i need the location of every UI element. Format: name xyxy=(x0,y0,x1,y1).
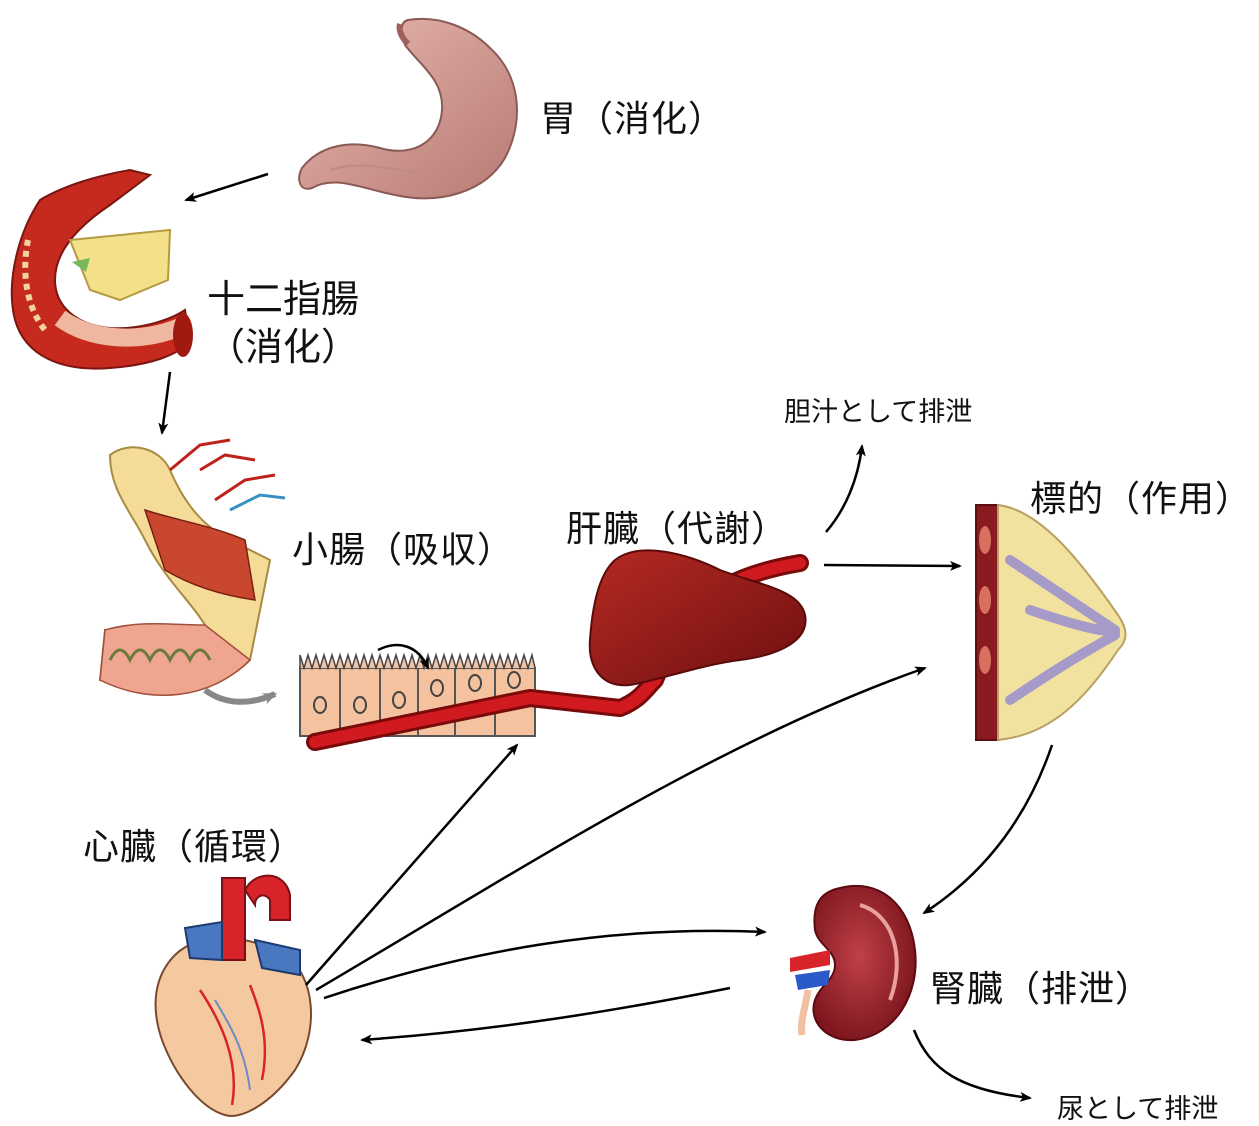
kidney-icon xyxy=(790,886,916,1040)
label-small-intestine: 小腸（吸収） xyxy=(292,521,514,573)
arrow-duodenum-to-small-intestine xyxy=(162,372,170,433)
target-tissue-icon xyxy=(976,505,1126,740)
label-duodenum-role: （消化） xyxy=(207,316,359,371)
arrow-kidney-to-heart xyxy=(362,988,730,1040)
label-stomach: 胃（消化） xyxy=(540,90,725,142)
label-heart: 心臓（循環） xyxy=(83,818,305,870)
arrow-target-to-kidney xyxy=(924,745,1052,913)
heart-icon xyxy=(156,876,311,1116)
duodenum-icon xyxy=(12,170,193,369)
label-target: 標的（作用） xyxy=(1030,470,1252,522)
arrow-heart-to-kidney xyxy=(324,931,765,998)
small-intestine-icon xyxy=(100,440,285,695)
arrow-liver-to-bile xyxy=(826,446,862,532)
label-bile-excretion: 胆汁として排泄 xyxy=(784,390,972,429)
arrow-stomach-to-duodenum xyxy=(186,174,268,200)
absorption-arrow xyxy=(205,690,275,702)
arrow-liver-to-target xyxy=(824,565,960,566)
label-urine-excretion: 尿として排泄 xyxy=(1057,1087,1218,1126)
label-kidney: 腎臓（排泄） xyxy=(930,960,1152,1012)
stomach-icon xyxy=(299,19,517,198)
arrow-heart-to-liver xyxy=(306,745,517,985)
arrow-kidney-to-urine xyxy=(914,1030,1030,1098)
label-liver: 肝臓（代謝） xyxy=(566,500,788,552)
label-duodenum: 十二指腸 xyxy=(207,268,359,323)
